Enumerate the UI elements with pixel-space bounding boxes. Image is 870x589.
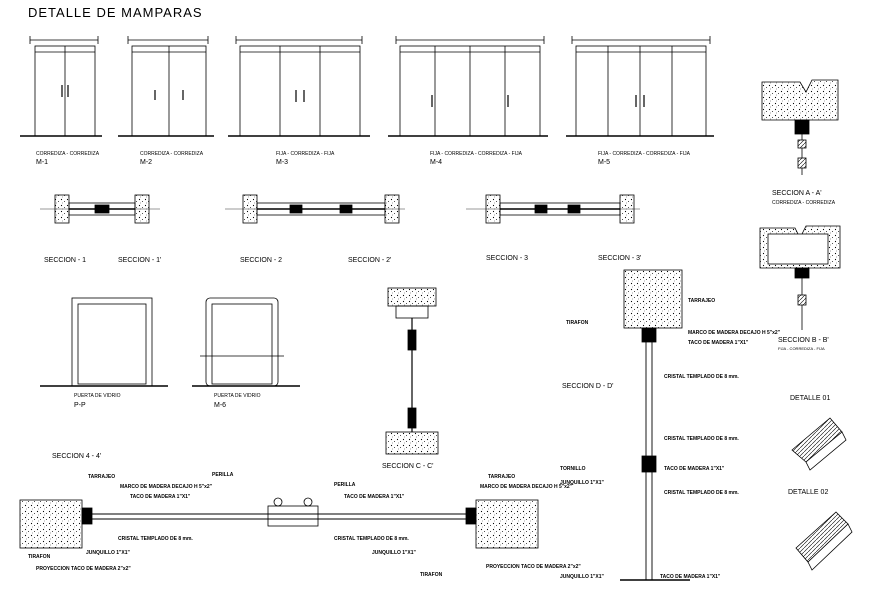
section-bb-label: SECCION B - B' (778, 337, 829, 344)
section-bb (759, 225, 841, 330)
elevation-desc: FIJA - CORREDIZA - CORREDIZA - FIJA (598, 151, 691, 157)
section-44-label: SECCION 4 - 4' (52, 453, 101, 460)
label-junquillo-2: JUNQUILLO 1"X1" (560, 574, 605, 580)
section-44 (19, 497, 539, 549)
section-aa-desc: CORREDIZA - CORREDIZA (772, 200, 836, 206)
label-junquillo: JUNQUILLO 1"X1" (560, 480, 605, 486)
section-aa-label: SECCION A - A' (772, 190, 822, 197)
label-proyeccion-2: PROYECCION TACO DE MADERA 2"x2" (486, 564, 581, 570)
detail-02-label: DETALLE 02 (788, 489, 828, 496)
elevation-code: M-1 (36, 159, 48, 166)
section-bb-desc: FIJA - CORREDIZA - FIJA (778, 346, 825, 351)
elevation-desc: FIJA - CORREDIZA - CORREDIZA - FIJA (430, 151, 523, 157)
door-handles (61, 85, 645, 107)
section-dd-label: SECCION D - D' (562, 383, 614, 390)
elevation-m5 (566, 36, 714, 137)
elevation-desc: CORREDIZA - CORREDIZA (36, 151, 100, 157)
label-taco-5: TACO DE MADERA 1"X1" (344, 494, 405, 500)
section-1-label: SECCION - 1 (44, 257, 86, 264)
label-tarrajeo-2: TARRAJEO (88, 474, 115, 480)
label-junquillo-3: JUNQUILLO 1"X1" (86, 550, 131, 556)
label-tornillo: TORNILLO (560, 466, 586, 472)
elevation-labels: CORREDIZA - CORREDIZA M-1 CORREDIZA - CO… (36, 151, 691, 166)
label-taco-4: TACO DE MADERA 1"X1" (130, 494, 191, 500)
label-tarrajeo-3: TARRAJEO (488, 474, 515, 480)
label-junquillo-4: JUNQUILLO 1"X1" (372, 550, 417, 556)
door-pp (40, 297, 168, 387)
section-2-label: SECCION - 2 (240, 257, 282, 264)
label-cristal: CRISTAL TEMPLADO DE 8 mm. (664, 374, 739, 380)
label-tirafon-2: TIRAFON (28, 554, 51, 560)
elevation-m3 (228, 36, 370, 137)
elevation-m2 (118, 36, 214, 137)
elevation-code: M-2 (140, 159, 152, 166)
door-m6 (192, 297, 300, 387)
label-cristal-2: CRISTAL TEMPLADO DE 8 mm. (664, 436, 739, 442)
label-cristal-5: CRISTAL TEMPLADO DE 8 mm. (334, 536, 409, 542)
section-2p-label: SECCION - 2' (348, 257, 391, 264)
detail-01 (791, 417, 847, 471)
label-marco: MARCO DE MADERA DECAJO H 5"x2" (688, 330, 781, 336)
label-taco-2: TACO DE MADERA 1"X1" (664, 466, 725, 472)
label-tirafon-3: TIRAFON (420, 572, 443, 578)
label-taco: TACO DE MADERA 1"X1" (688, 340, 749, 346)
elevation-code: M-3 (276, 159, 288, 166)
door-code: P-P (74, 402, 86, 409)
elevation-desc: CORREDIZA - CORREDIZA (140, 151, 204, 157)
door-code: M-6 (214, 402, 226, 409)
label-cristal-3: CRISTAL TEMPLADO DE 8 mm. (664, 490, 739, 496)
label-perilla: PERILLA (212, 472, 234, 478)
label-tirafon: TIRAFON (566, 320, 589, 326)
section-3p-label: SECCION - 3' (598, 255, 641, 262)
plan-section-1 (40, 194, 160, 224)
section-3-label: SECCION - 3 (486, 255, 528, 262)
elevation-m4 (388, 36, 548, 137)
door-labels: PUERTA DE VIDRIO P-P PUERTA DE VIDRIO M-… (74, 393, 261, 409)
elevation-desc: FIJA - CORREDIZA - FIJA (276, 151, 335, 157)
detail-02 (795, 511, 853, 571)
section-aa (761, 79, 839, 175)
section-cc (385, 287, 439, 455)
detail-01-label: DETALLE 01 (790, 395, 830, 402)
label-cristal-4: CRISTAL TEMPLADO DE 8 mm. (118, 536, 193, 542)
label-marco-3: MARCO DE MADERA DECAJO H 5"x2" (480, 484, 573, 490)
plan-section-3 (466, 194, 640, 224)
section-dd (620, 269, 690, 581)
plan-section-labels: SECCION - 1 SECCION - 1' SECCION - 2 SEC… (44, 255, 641, 264)
label-perilla-2: PERILLA (334, 482, 356, 488)
section-1p-label: SECCION - 1' (118, 257, 161, 264)
section-cc-label: SECCION C - C' (382, 463, 434, 470)
elevation-code: M-5 (598, 159, 610, 166)
page-title: DETALLE DE MAMPARAS (28, 5, 203, 20)
label-marco-2: MARCO DE MADERA DECAJO H 5"x2" (120, 484, 213, 490)
plan-section-2 (225, 194, 405, 224)
elevation-m1 (20, 36, 102, 137)
door-desc: PUERTA DE VIDRIO (214, 393, 261, 399)
label-tarrajeo: TARRAJEO (688, 298, 715, 304)
label-proyeccion: PROYECCION TACO DE MADERA 2"x2" (36, 566, 131, 572)
label-taco-3: TACO DE MADERA 1"X1" (660, 574, 721, 580)
elevation-code: M-4 (430, 159, 442, 166)
door-desc: PUERTA DE VIDRIO (74, 393, 121, 399)
